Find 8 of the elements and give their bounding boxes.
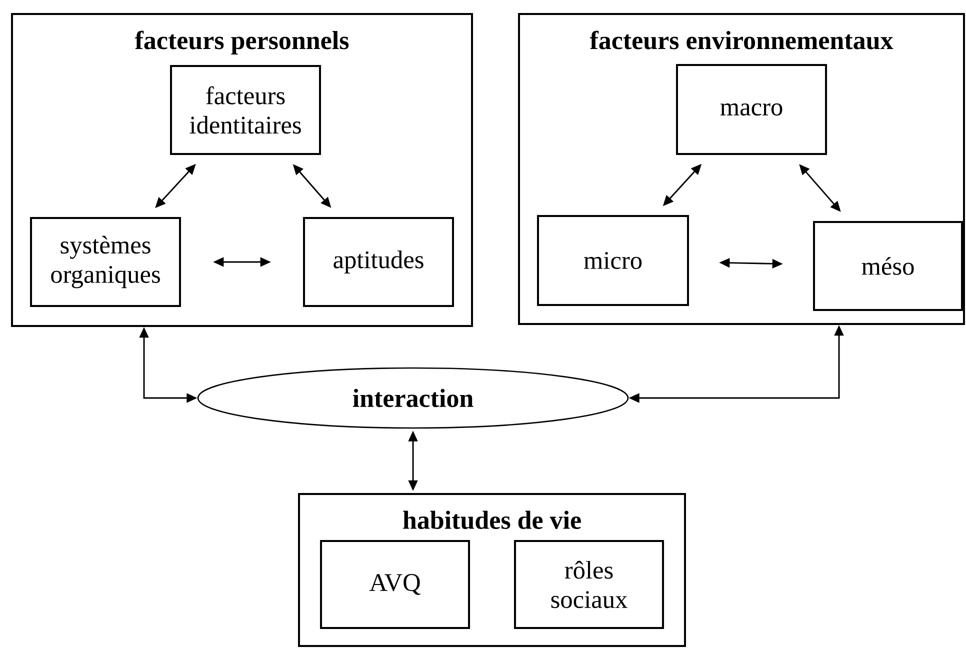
process-box: rôles sociaux bbox=[514, 540, 664, 629]
process-box: micro bbox=[537, 215, 689, 306]
process-box: aptitudes bbox=[303, 217, 454, 307]
process-box: méso bbox=[813, 221, 963, 311]
process-box: systèmes organiques bbox=[30, 217, 181, 307]
process-box: macro bbox=[676, 64, 827, 155]
process-box: facteurs identitaires bbox=[170, 65, 321, 155]
process-box: AVQ bbox=[320, 540, 470, 629]
